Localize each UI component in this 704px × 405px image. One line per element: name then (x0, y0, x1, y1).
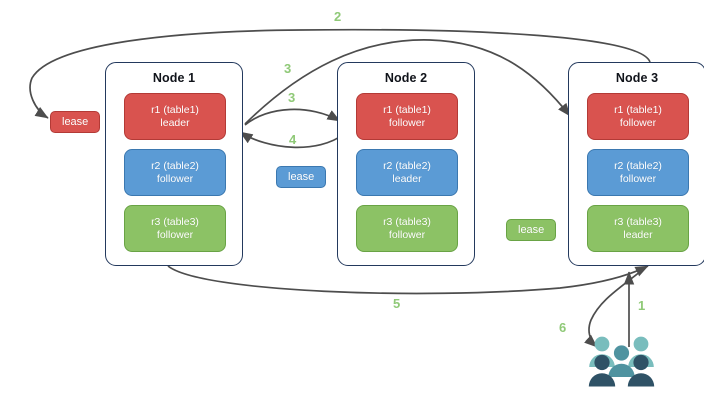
replica-role: follower (619, 116, 657, 129)
edge-step-5 (167, 265, 649, 295)
replica-role: follower (619, 172, 657, 185)
node-2-replica-r3[interactable]: r3 (table3) follower (356, 205, 458, 252)
node-2-title: Node 2 (384, 71, 428, 85)
replica-role: follower (156, 228, 194, 241)
lease-table2-badge[interactable]: lease (276, 166, 327, 188)
users-icon (588, 336, 655, 387)
node-3-container: Node 3 r1 (table1) follower r2 (table2) … (568, 62, 704, 266)
edge-step-6 (584, 270, 642, 348)
replica-name: r2 (table2) (151, 159, 199, 172)
edge-step-4 (239, 131, 345, 149)
replica-name: r1 (table1) (383, 103, 431, 116)
replica-role: follower (388, 116, 426, 129)
node-1-replica-r2[interactable]: r2 (table2) follower (124, 149, 226, 196)
replica-name: r1 (table1) (614, 103, 662, 116)
edge-step-3-long (244, 39, 571, 125)
step-label-6: 6 (559, 320, 567, 335)
node-1-container: Node 1 r1 (table1) leader r2 (table2) fo… (105, 62, 243, 266)
replica-role: follower (388, 228, 426, 241)
step-label-5: 5 (393, 296, 401, 311)
node-2-replica-r1[interactable]: r1 (table1) follower (356, 93, 458, 140)
replica-role: leader (160, 116, 190, 129)
replica-name: r3 (table3) (383, 215, 431, 228)
replica-role: leader (623, 228, 653, 241)
replica-name: r3 (table3) (614, 215, 662, 228)
step-label-4: 4 (289, 132, 297, 147)
replica-name: r1 (table1) (151, 103, 199, 116)
node-2-replica-r2[interactable]: r2 (table2) leader (356, 149, 458, 196)
edge-step-3-short (244, 108, 341, 126)
step-label-2: 2 (334, 9, 342, 24)
edge-step-2 (29, 28, 651, 119)
replica-role: follower (156, 172, 194, 185)
replica-name: r3 (table3) (151, 215, 199, 228)
replica-name: r2 (table2) (614, 159, 662, 172)
node-3-replica-r1[interactable]: r1 (table1) follower (587, 93, 689, 140)
step-label-3b: 3 (288, 90, 296, 105)
node-1-replica-r1[interactable]: r1 (table1) leader (124, 93, 226, 140)
replica-role: leader (392, 172, 422, 185)
node-2-container: Node 2 r1 (table1) follower r2 (table2) … (337, 62, 475, 266)
node-3-title: Node 3 (615, 71, 659, 85)
replica-name: r2 (table2) (383, 159, 431, 172)
node-1-replica-r3[interactable]: r3 (table3) follower (124, 205, 226, 252)
step-label-3a: 3 (284, 61, 292, 76)
lease-table1-badge[interactable]: lease (50, 111, 101, 133)
node-3-replica-r2[interactable]: r2 (table2) follower (587, 149, 689, 196)
node-1-title: Node 1 (152, 71, 196, 85)
lease-table3-badge[interactable]: lease (506, 219, 557, 241)
step-label-1: 1 (638, 298, 646, 313)
node-3-replica-r3[interactable]: r3 (table3) leader (587, 205, 689, 252)
